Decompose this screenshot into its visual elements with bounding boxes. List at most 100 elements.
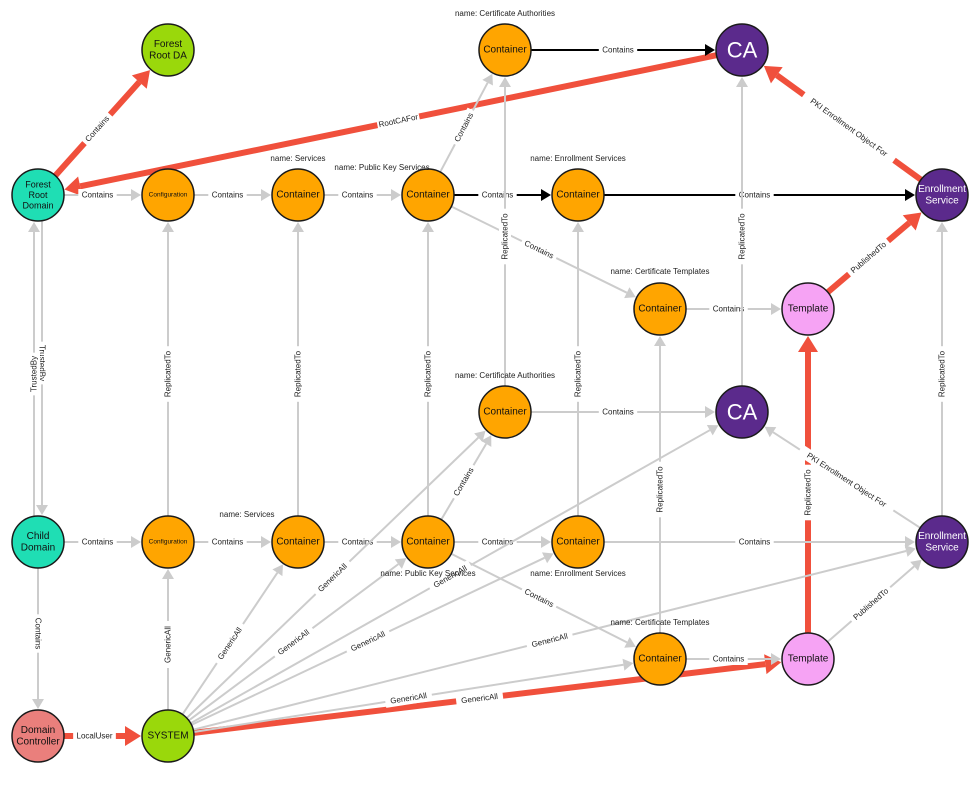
node-circle [271,515,325,569]
edge-arrowhead [64,176,83,197]
edge-arrowhead [541,536,551,548]
edge-label: Contains [83,114,111,144]
edge-label-group: Contains [735,189,774,201]
node-circle [715,23,769,77]
node-caption: name: Enrollment Services [530,569,626,578]
node-services-top[interactable]: Container [271,168,325,222]
node-system[interactable]: SYSTEM [141,709,195,763]
node-cas-top[interactable]: Container [478,23,532,77]
node-caption: name: Public Key Services [334,163,429,172]
node-label: Container [276,537,320,548]
node-circle [715,385,769,439]
edge-label-group: Contains [598,406,638,418]
edge-arrowhead [131,70,150,89]
node-circle [11,168,65,222]
edge-label-background [73,730,116,742]
edge-label-background [736,208,748,265]
node-caption: name: Services [270,154,325,163]
edge-services_top-to-pks_top: Contains [324,189,401,201]
edge-label-group: PublishedTo [845,236,892,279]
node-config-bot[interactable]: Configuration [141,515,195,569]
edge-config_bot-to-services_bot: Contains [194,536,271,548]
node-pks-bot[interactable]: Container [401,515,455,569]
node-label: Root DA [149,50,187,61]
edge-ct_bot-to-template_bot: Contains [686,653,781,665]
edge-label-group: GenericAll [384,688,433,708]
node-services-bot[interactable]: Container [271,515,325,569]
node-label: Forest [154,39,183,50]
node-label: Configuration [149,539,188,546]
node-template-top[interactable]: Template [781,282,835,336]
node-caption: name: Public Key Services [380,569,475,578]
edge-enroll_top-to-ca_top: PKI Enrollment Object For [763,65,923,183]
edge-label-background [598,44,638,56]
edge-label-background [376,110,421,131]
edge-label: ReplicatedTo [938,350,947,397]
node-ct-bot[interactable]: Container [633,632,687,686]
edge-arrowhead [272,564,283,577]
edge-label-group: Contains [519,584,559,613]
node-label: Container [483,407,527,418]
edge-arrowhead [905,189,915,201]
node-config-top[interactable]: Configuration [141,168,195,222]
edge-label-background [80,110,115,148]
node-ct-top[interactable]: Container [633,282,687,336]
node-label: Domain [21,725,55,736]
edge-config_bot-to-config_top: ReplicatedTo [162,222,174,516]
edge-arrowhead [624,287,636,299]
edge-label-group: ReplicatedTo [936,346,948,402]
edge-label-group: TrustedBy [28,352,40,396]
edge-label-background [384,688,433,708]
edge-label: Contains [713,655,745,664]
node-caption: name: Certificate Authorities [455,9,555,18]
edge-label-background [344,625,392,657]
edge-label-group: Contains [208,189,247,201]
node-template-bot[interactable]: Template [781,632,835,686]
edge-label-background [448,462,479,502]
edge-label: Contains [602,408,634,417]
node-ca-top[interactable]: CA [715,23,769,77]
node-es-bot[interactable]: Container [551,515,605,569]
edge-label-group: Contains [208,536,247,548]
node-label: Container [556,190,600,201]
edge-system-to-template_bot: GenericAll [193,654,782,736]
node-es-top[interactable]: Container [551,168,605,222]
edge-label-background [455,689,504,708]
edge-label-background [208,189,247,201]
node-label: Service [925,542,959,553]
edge-arrowhead [541,189,551,201]
edge-arrowhead [162,569,174,579]
edge-label: PublishedTo [851,586,890,622]
edge-label-background [845,236,892,279]
edge-services_bot-to-services_top: ReplicatedTo [292,222,304,516]
node-circle [11,709,65,763]
edge-arrowhead [131,536,141,548]
edge-arrowhead [622,658,634,671]
node-cas-bot[interactable]: Container [478,385,532,439]
edge-label: ReplicatedTo [501,213,510,260]
edge-label-group: GenericAll [344,625,392,657]
node-label: Container [556,537,600,548]
node-ca-bot[interactable]: CA [715,385,769,439]
edge-system-to-enroll_bot: GenericAll [192,545,916,731]
edge-label-background [709,303,748,315]
edge-label-background [426,559,474,594]
edge-label-group: ReplicatedTo [572,346,584,402]
edge-label-group: LocalUser [73,730,116,742]
edge-arrowhead [541,552,554,564]
node-label: Container [638,304,682,315]
node-pks-top[interactable]: Container [401,168,455,222]
edge-label-group: Contains [78,189,117,201]
node-label: CA [727,400,758,425]
edge-label: ReplicatedTo [164,350,173,397]
node-circle [478,23,532,77]
edge-label: Contains [342,191,374,200]
